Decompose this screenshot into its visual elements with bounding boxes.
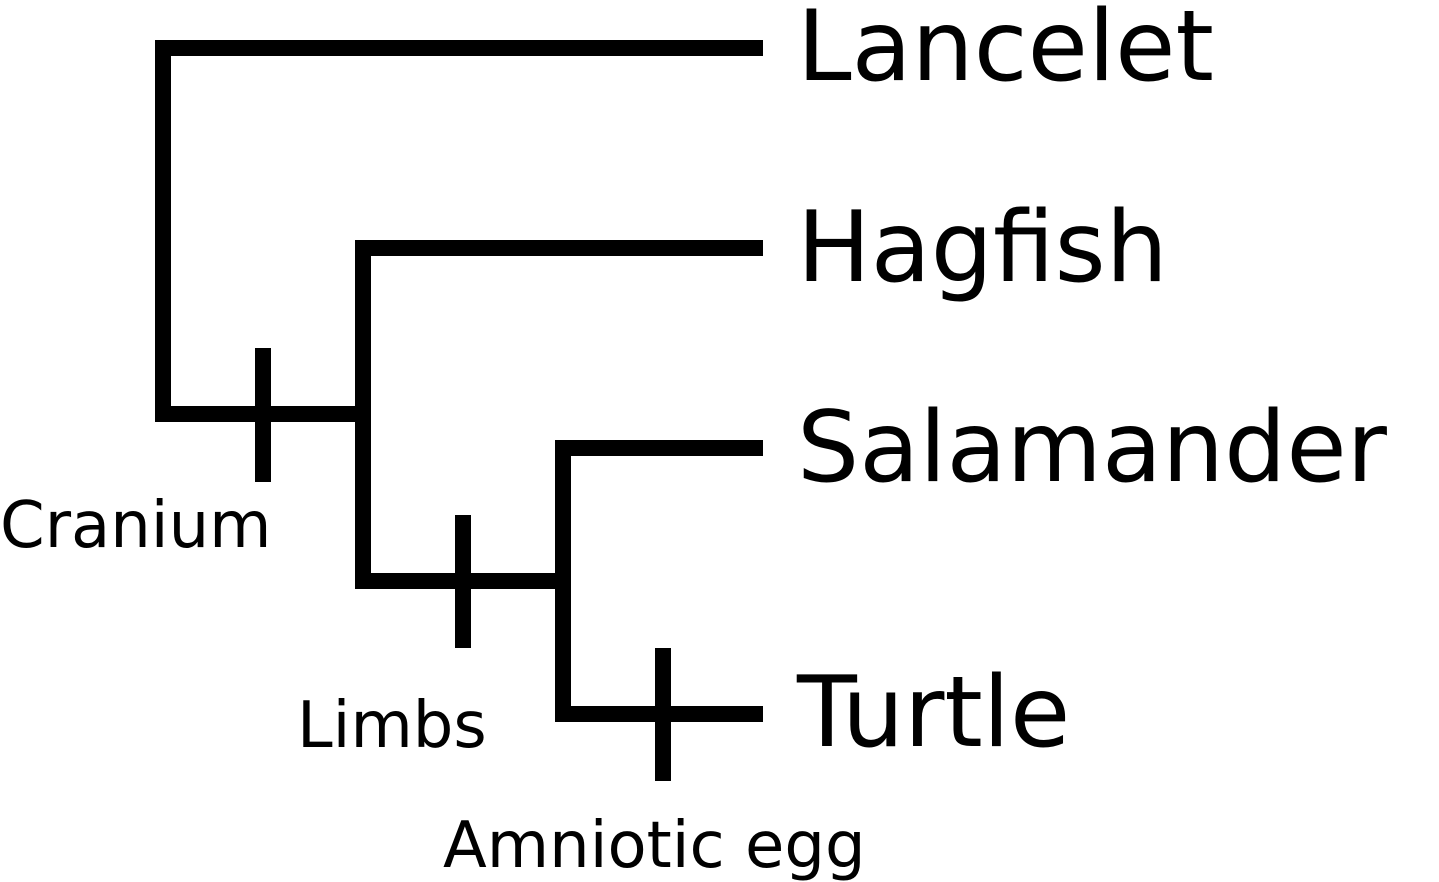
lancelet-branch xyxy=(155,40,763,422)
trait-label-limbs: Limbs xyxy=(297,689,487,763)
trait-label-amniotic-egg: Amniotic egg xyxy=(443,809,866,882)
trait-label-cranium: Cranium xyxy=(0,489,271,563)
taxon-label-lancelet: Lancelet xyxy=(797,0,1214,104)
taxon-label-salamander: Salamander xyxy=(797,391,1388,505)
taxon-label-hagfish: Hagfish xyxy=(797,191,1168,305)
taxon-label-turtle: Turtle xyxy=(796,656,1070,770)
